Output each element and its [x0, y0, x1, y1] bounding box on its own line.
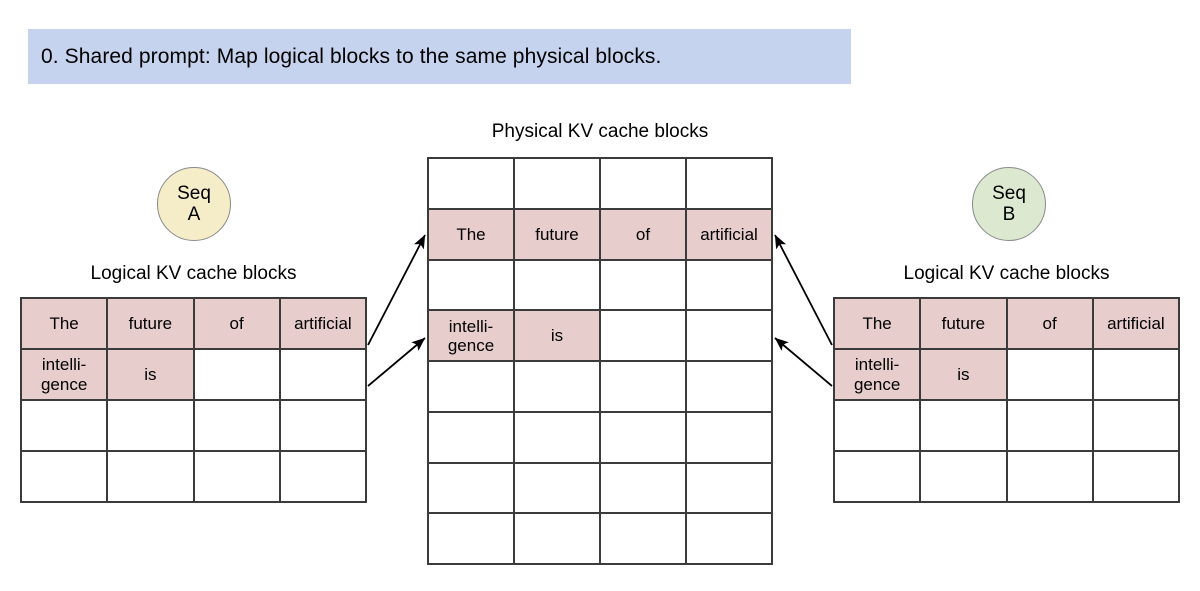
block-cell-empty: [429, 159, 515, 210]
physical-blocks-title: Physical KV cache blocks: [491, 121, 709, 142]
block-cell-empty: [280, 401, 367, 452]
block-cell-empty: [429, 463, 515, 515]
seq-a-label-line2: A: [187, 204, 201, 225]
block-cell-filled: is: [515, 311, 601, 362]
block-cell-filled: The: [22, 299, 109, 350]
block-cell-filled: intelli-gence: [835, 350, 922, 401]
mapping-arrow: [774, 234, 833, 346]
block-cell-empty: [687, 514, 773, 565]
block-cell-empty: [108, 452, 195, 503]
block-cell-empty: [280, 452, 367, 503]
header-banner: 0. Shared prompt: Map logical blocks to …: [28, 29, 851, 84]
block-cell-filled: The: [835, 299, 922, 350]
block-cell-empty: [429, 260, 515, 312]
block-cell-empty: [515, 463, 601, 515]
block-cell-empty: [835, 452, 922, 503]
block-cell-empty: [835, 401, 922, 452]
block-cell-empty: [22, 452, 109, 503]
block-cell-empty: [194, 401, 281, 452]
block-cell-empty: [1093, 452, 1180, 503]
block-cell-empty: [1007, 452, 1094, 503]
mapping-arrow: [774, 337, 833, 387]
block-cell-filled: intelli-gence: [429, 311, 515, 362]
seq-a-badge: Seq A: [157, 167, 231, 241]
right-logical-blocks-title: Logical KV cache blocks: [903, 263, 1110, 284]
block-cell-empty: [601, 412, 687, 464]
block-cell-filled: artificial: [280, 299, 367, 350]
block-cell-filled: future: [515, 209, 601, 261]
block-cell-empty: [687, 311, 773, 362]
block-cell-empty: [687, 463, 773, 515]
block-cell-empty: [687, 159, 773, 210]
block-cell-empty: [601, 514, 687, 565]
block-cell-empty: [687, 260, 773, 312]
block-cell-filled: intelli-gence: [22, 350, 109, 401]
block-cell-empty: [921, 401, 1008, 452]
block-cell-empty: [515, 412, 601, 464]
block-cell-filled: is: [921, 350, 1008, 401]
seq-b-label-line1: Seq: [992, 182, 1026, 204]
block-cell-empty: [687, 412, 773, 464]
block-cell-empty: [601, 463, 687, 515]
seq-b-badge: Seq B: [972, 167, 1046, 241]
block-cell-empty: [429, 362, 515, 413]
block-cell-filled: The: [429, 209, 515, 261]
block-cell-empty: [515, 159, 601, 210]
block-cell-empty: [194, 452, 281, 503]
mapping-arrow: [367, 337, 426, 387]
block-cell-empty: [22, 401, 109, 452]
block-cell-empty: [515, 260, 601, 312]
block-cell-empty: [515, 514, 601, 565]
block-cell-filled: future: [108, 299, 195, 350]
block-cell-filled: artificial: [687, 209, 773, 261]
seq-b-label-line2: B: [1002, 204, 1016, 225]
block-cell-empty: [280, 350, 367, 401]
block-cell-empty: [1007, 401, 1094, 452]
block-cell-empty: [601, 362, 687, 413]
block-cell-empty: [194, 350, 281, 401]
block-cell-empty: [601, 260, 687, 312]
block-cell-empty: [429, 514, 515, 565]
block-cell-empty: [1093, 350, 1180, 401]
header-banner-text: 0. Shared prompt: Map logical blocks to …: [41, 44, 662, 68]
left-logical-blocks-title: Logical KV cache blocks: [90, 263, 297, 284]
block-cell-filled: artificial: [1093, 299, 1180, 350]
block-cell-empty: [1007, 350, 1094, 401]
mapping-arrow: [367, 234, 426, 346]
block-cell-empty: [921, 452, 1008, 503]
block-cell-filled: of: [194, 299, 281, 350]
block-cell-empty: [601, 159, 687, 210]
block-cell-empty: [429, 412, 515, 464]
block-cell-filled: of: [1007, 299, 1094, 350]
block-cell-empty: [601, 311, 687, 362]
block-cell-filled: is: [108, 350, 195, 401]
block-cell-empty: [515, 362, 601, 413]
block-cell-empty: [108, 401, 195, 452]
block-cell-empty: [1093, 401, 1180, 452]
seq-a-label-line1: Seq: [177, 182, 211, 204]
block-cell-filled: of: [601, 209, 687, 261]
block-cell-filled: future: [921, 299, 1008, 350]
block-cell-empty: [687, 362, 773, 413]
